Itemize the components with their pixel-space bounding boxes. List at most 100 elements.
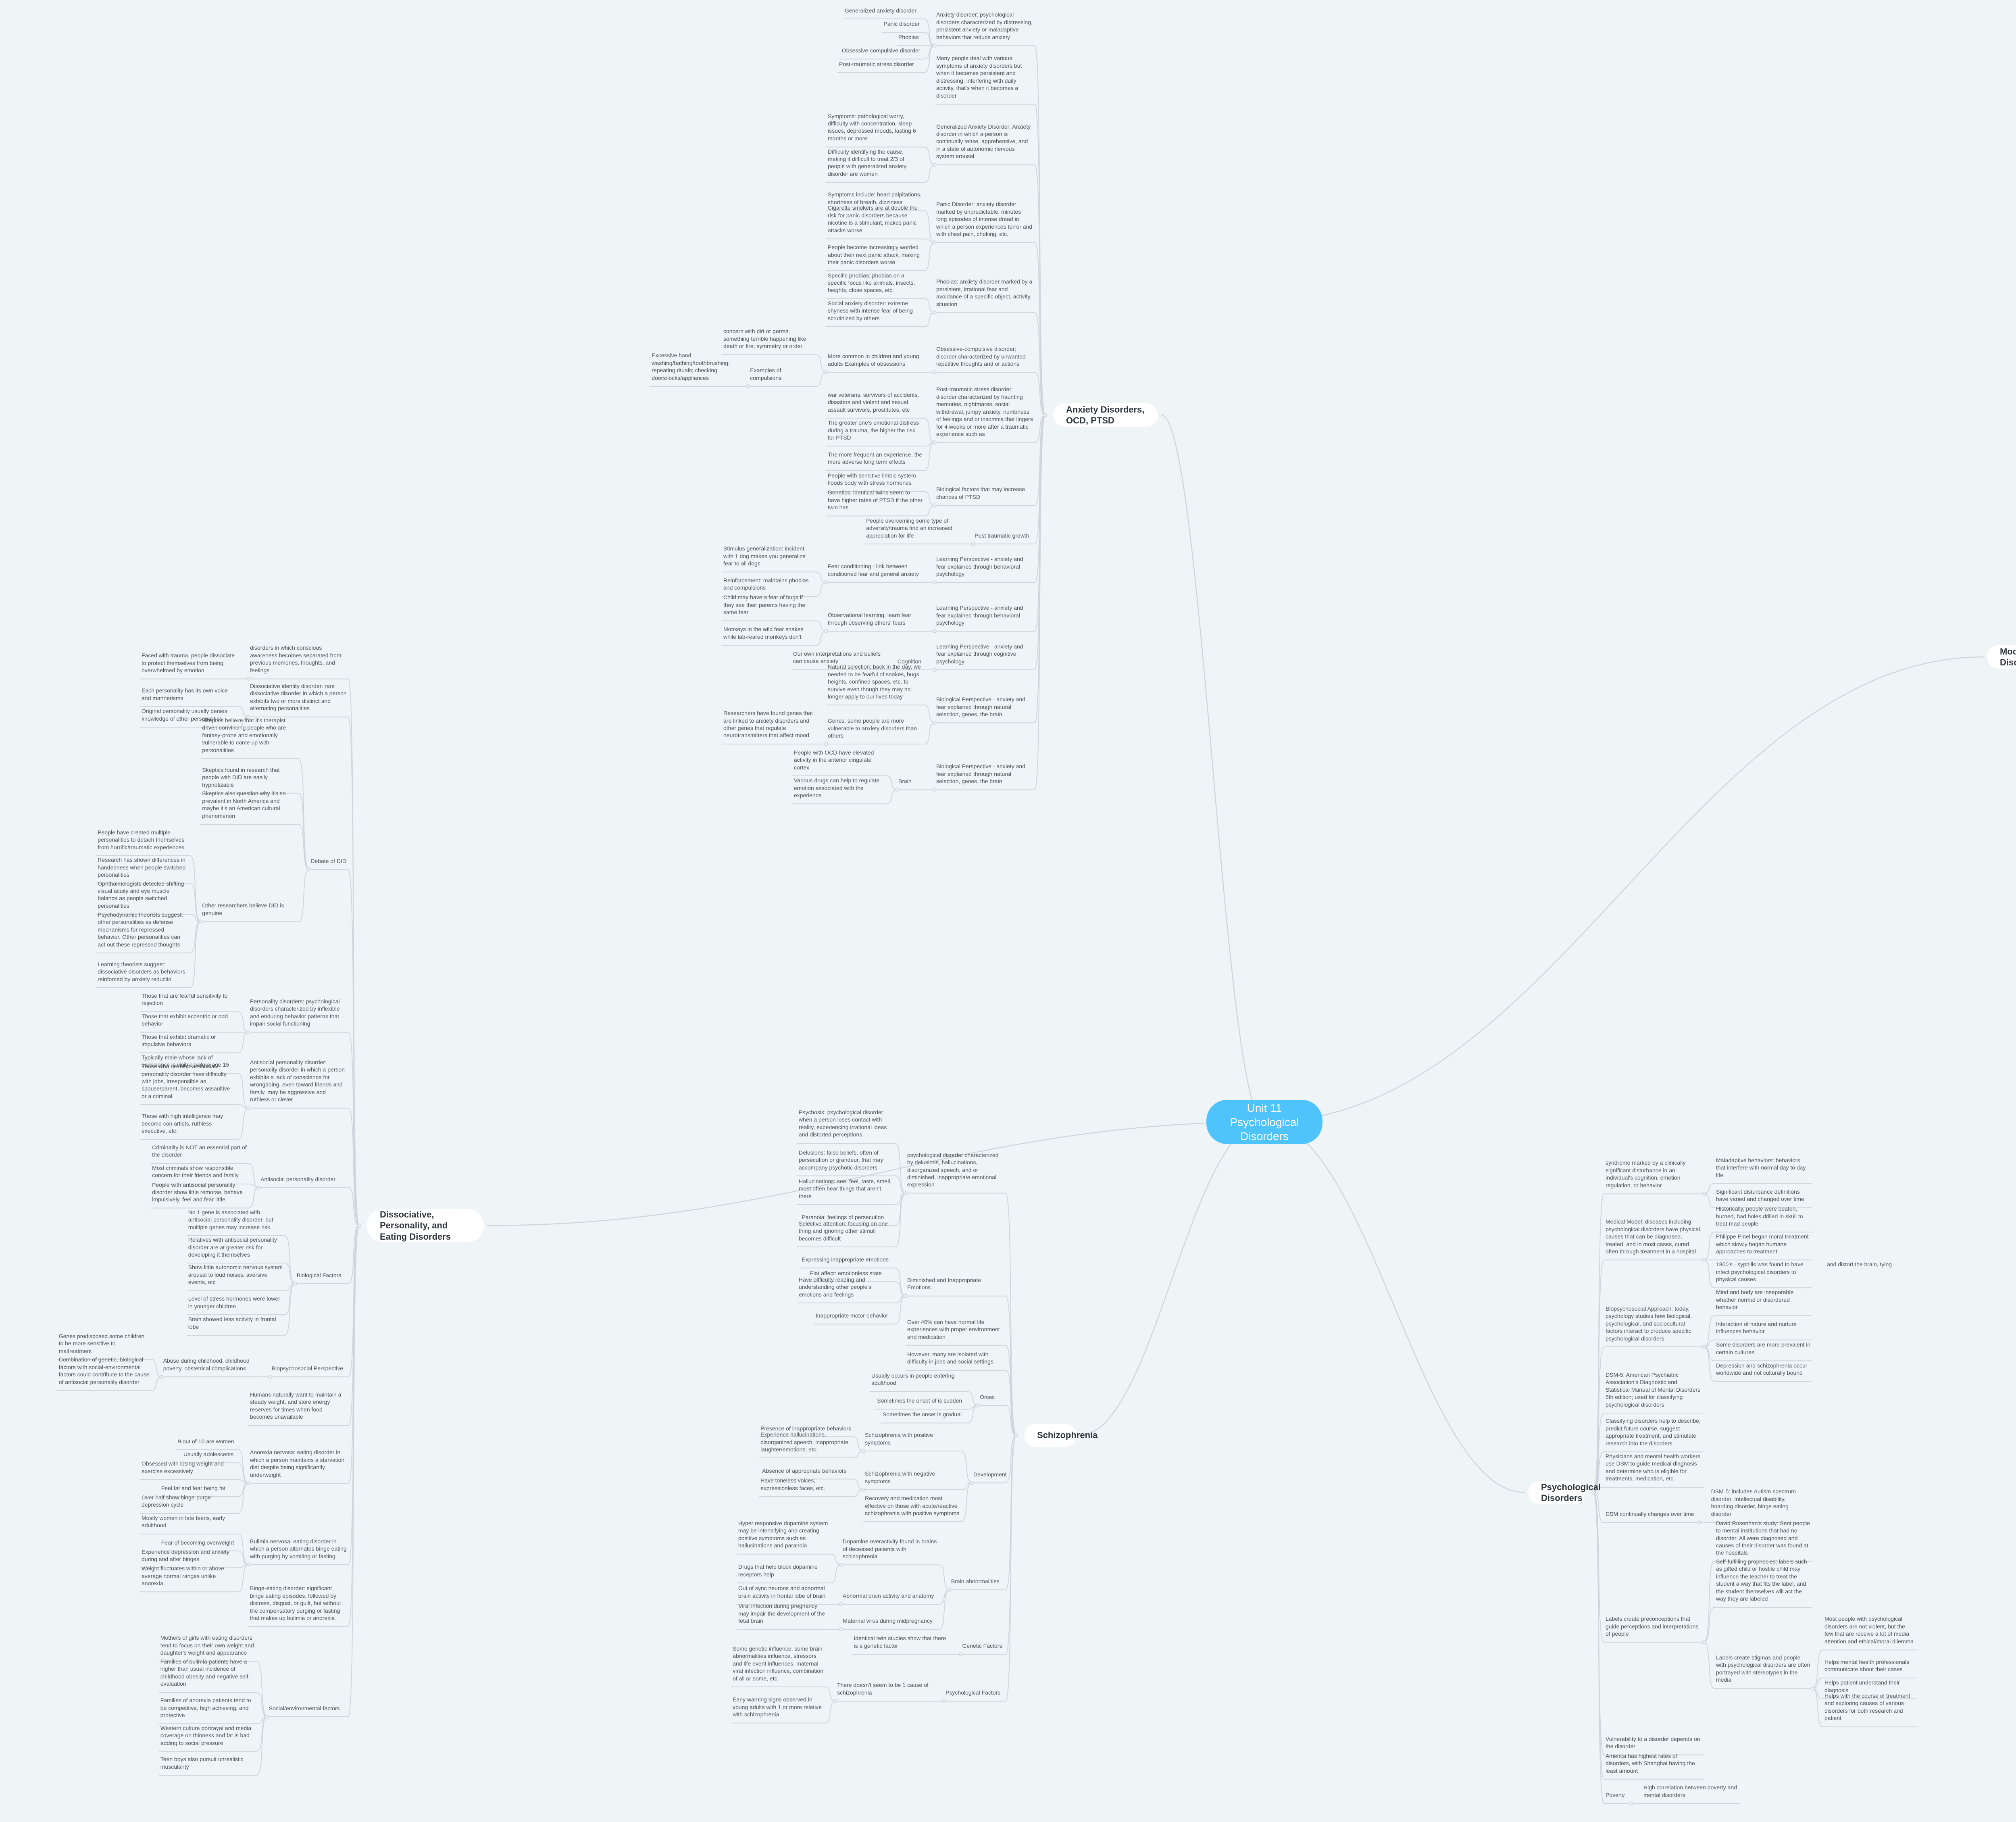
mindmap-node-anxiety-disorder-psychological-disorders[interactable]: Anxiety disorder: psychological disorder… (936, 11, 1033, 40)
mindmap-node-dsm-continually-changes-over-time[interactable]: DSM continually changes over time (1606, 1511, 1694, 1518)
collapse-toggle-dot[interactable] (933, 788, 937, 792)
collapse-toggle-dot[interactable] (1702, 1258, 1706, 1262)
collapse-toggle-dot[interactable] (971, 542, 975, 546)
mindmap-node-medical-model-diseases-including-psychol[interactable]: Medical Model: diseases including psycho… (1606, 1218, 1700, 1255)
collapse-toggle-dot[interactable] (933, 503, 937, 508)
mindmap-node-people-have-created-multiple-personaliti[interactable]: People have created multiple personaliti… (98, 829, 185, 851)
mindmap-node-obsessive-compulsive-disorder-disorder-c[interactable]: Obsessive-compulsive disorder: disorder … (936, 346, 1026, 367)
mindmap-node-viral-infection-during-pregnancy-may-imp[interactable]: Viral infection during pregnancy may imp… (738, 1603, 825, 1624)
mindmap-node-out-of-sync-neurons-and-abnormal-brain-a[interactable]: Out of sync neurons and abnormal brain a… (738, 1585, 826, 1599)
mindmap-node-faced-with-trauma-people-dissociate-to-p[interactable]: Faced with trauma, people dissociate to … (142, 652, 235, 674)
mindmap-node-personality-disorders-psychological-diso[interactable]: Personality disorders: psychological dis… (250, 998, 340, 1027)
collapse-toggle-dot[interactable] (861, 1488, 866, 1492)
collapse-toggle-dot[interactable] (246, 1106, 250, 1110)
mindmap-node-diminished-and-inappropriate-emotions[interactable]: Diminished and Inappropriate Emotions (907, 1276, 981, 1291)
mindmap-node-anorexia-nervosa-eating-disorder-in-whic[interactable]: Anorexia nervosa: eating disorder in whi… (250, 1449, 345, 1478)
collapse-toggle-dot[interactable] (976, 1403, 980, 1407)
mindmap-node-child-may-have-a-fear-of-bugs-if-they-se[interactable]: Child may have a fear of bugs if they se… (723, 594, 806, 616)
collapse-toggle-dot[interactable] (246, 1562, 250, 1567)
mindmap-node-those-with-high-intelligence-may-become-[interactable]: Those with high intelligence may become … (142, 1113, 223, 1134)
mindmap-node-poverty[interactable]: Poverty (1606, 1792, 1625, 1799)
mindmap-node-experience-hallucinations-disorganized-s[interactable]: Experience hallucinations, disorganized … (760, 1431, 849, 1453)
mindmap-node-panic-disorder[interactable]: Panic disorder (883, 20, 920, 27)
mindmap-node-cognition[interactable]: Cognition (897, 658, 922, 665)
mindmap-node-symptoms-include-heart-palpitations-shor[interactable]: Symptoms include: heart palpitations, sh… (828, 191, 922, 205)
mindmap-node-physicians-and-mental-health-workers-use[interactable]: Physicians and mental health workers use… (1606, 1453, 1701, 1482)
collapse-toggle-dot[interactable] (933, 44, 937, 48)
mindmap-node-there-doesn-t-seem-to-be-1-cause-of-schi[interactable]: There doesn't seem to be 1 cause of schi… (837, 1682, 929, 1696)
mindmap-node-dissociative-identity-disorder-rare-diss[interactable]: Dissociative identity disorder: rare dis… (250, 682, 347, 712)
mindmap-node-excessive-hand-washing-bathing-toothbrus[interactable]: Excessive hand washing/bathing/toothbrus… (652, 352, 730, 381)
collapse-toggle-dot[interactable] (824, 629, 828, 634)
mindmap-node-1800-s-syphilis-was-found-to-have-infect[interactable]: 1800's - syphilis was found to have infe… (1716, 1261, 1804, 1283)
collapse-toggle-dot[interactable] (1629, 1801, 1633, 1806)
mindmap-node-combination-of-genetic-biological-factor[interactable]: Combination of genetic, biological facto… (58, 1356, 150, 1385)
mindmap-node-people-with-sensitive-limbic-system-floo[interactable]: People with sensitive limbic system floo… (828, 472, 916, 486)
topic-dissociative[interactable]: Dissociative, Personality, and Eating Di… (367, 1209, 484, 1242)
collapse-toggle-dot[interactable] (159, 1375, 164, 1379)
mindmap-node-generalized-anxiety-disorder[interactable]: Generalized anxiety disorder (844, 7, 917, 14)
collapse-toggle-dot[interactable] (839, 1563, 843, 1567)
mindmap-node-sometimes-the-onset-is-gradual[interactable]: Sometimes the onset is gradual (883, 1411, 962, 1418)
collapse-toggle-dot[interactable] (1043, 413, 1047, 417)
mindmap-node-psychosis-psychological-disorder-when-a-[interactable]: Psychosis: psychological disorder when a… (799, 1109, 887, 1138)
mindmap-node-biopsychosocial-perspective[interactable]: Biopsychosocial Perspective (271, 1365, 344, 1372)
collapse-toggle-dot[interactable] (1591, 1491, 1595, 1495)
mindmap-node-onset[interactable]: Onset (980, 1393, 995, 1400)
mindmap-node-antisocial-personality-disorder-personal[interactable]: Antisocial personality disorder: persona… (250, 1059, 345, 1103)
mindmap-node-social-anxiety-disorder-extreme-shyness-[interactable]: Social anxiety disorder: extreme shyness… (828, 300, 913, 321)
collapse-toggle-dot[interactable] (933, 370, 937, 375)
collapse-toggle-dot[interactable] (824, 580, 828, 585)
collapse-toggle-dot[interactable] (246, 1481, 250, 1486)
mindmap-node-reinforcement-maintains-phobias-and-comp[interactable]: Reinforcement: maintains phobias and com… (723, 577, 809, 591)
mindmap-node-stimulus-generalization-incident-with-1-[interactable]: Stimulus generalization: incident with 1… (723, 545, 806, 567)
mindmap-node-vulnerability-to-a-disorder-depends-on-t[interactable]: Vulnerability to a disorder depends on t… (1606, 1735, 1700, 1749)
collapse-toggle-dot[interactable] (246, 1030, 250, 1034)
collapse-toggle-dot[interactable] (839, 1602, 843, 1607)
mindmap-node-post-traumatic-stress-disorder[interactable]: Post-traumatic stress disorder (839, 60, 914, 67)
mindmap-node-concern-with-dirt-or-germs-something-ter[interactable]: concern with dirt or germs; something te… (723, 328, 806, 350)
mindmap-node-development[interactable]: Development (973, 1471, 1007, 1478)
mindmap-node-learning-perspective-anxiety-and-fear-ex[interactable]: Learning Perspective - anxiety and fear … (936, 643, 1023, 665)
mindmap-node-post-traumatic-stress-disorder-disorder-[interactable]: Post-traumatic stress disorder: disorder… (936, 386, 1033, 438)
mindmap-node-war-veterans-survivors-of-accidents-disa[interactable]: war veterans, survivors of accidents, di… (828, 391, 919, 413)
mindmap-node-more-common-in-children-and-young-adults[interactable]: More common in children and young adults… (828, 353, 919, 367)
mindmap-node-genetics-identical-twins-seem-to-have-hi[interactable]: Genetics: identical twins seem to have h… (828, 489, 923, 511)
mindmap-node-drugs-that-help-block-dopamine-receptors[interactable]: Drugs that help block dopamine receptors… (738, 1564, 818, 1578)
mindmap-node-high-correlation-between-poverty-and-men[interactable]: High correlation between poverty and men… (1643, 1784, 1737, 1798)
mindmap-node-skeptics-believe-that-it-s-therapist-dri[interactable]: Skeptics believe that it's therapist dri… (202, 717, 286, 753)
mindmap-node-however-many-are-isolated-with-difficult[interactable]: However, many are isolated with difficul… (907, 1351, 993, 1365)
collapse-toggle-dot[interactable] (833, 1699, 838, 1703)
mindmap-node-people-with-antisocial-personality-disor[interactable]: People with antisocial personality disor… (152, 1181, 243, 1203)
mindmap-node-biological-perspective-anxiety-and-fear-[interactable]: Biological Perspective - anxiety and fea… (936, 696, 1026, 718)
mindmap-node-antisocial-personality-disorder[interactable]: Antisocial personality disorder (260, 1176, 336, 1182)
collapse-toggle-dot[interactable] (824, 370, 828, 375)
mindmap-node-fear-of-becoming-overweight[interactable]: Fear of becoming overweight (161, 1539, 234, 1546)
mindmap-node-debate-of-did[interactable]: Debate of DID (310, 857, 347, 864)
topic-schizophrenia[interactable]: Schizophrenia (1024, 1424, 1098, 1447)
central-topic[interactable]: Unit 11 Psychological Disorders (1206, 1100, 1322, 1144)
mindmap-node-skeptics-found-in-research-that-people-w[interactable]: Skeptics found in research that people w… (202, 766, 280, 788)
mindmap-node-philippe-pinel-began-moral-treatment-whi[interactable]: Philippe Pinel began moral treatment whi… (1716, 1233, 1809, 1255)
mindmap-node-families-of-bulimia-patients-have-a-high[interactable]: Families of bulimia patients have a high… (160, 1658, 248, 1687)
mindmap-node-skeptics-also-question-why-it-s-so-preva[interactable]: Skeptics also question why it's so preva… (202, 790, 286, 819)
collapse-toggle-dot[interactable] (839, 1627, 843, 1632)
mindmap-node-relatives-with-antisocial-personality-di[interactable]: Relatives with antisocial personality di… (188, 1236, 277, 1258)
mindmap-node-classifying-disorders-help-to-describe-p[interactable]: Classifying disorders help to describe, … (1606, 1418, 1701, 1447)
mindmap-node-syndrome-marked-by-a-clinically-signific[interactable]: syndrome marked by a clinically signific… (1606, 1159, 1686, 1188)
mindmap-node-abuse-during-childhood-childhood-poverty[interactable]: Abuse during childhood, childhood povert… (163, 1357, 250, 1372)
collapse-toggle-dot[interactable] (958, 1652, 963, 1657)
mindmap-node-each-personality-has-its-own-voice-and-m[interactable]: Each personality has its own voice and m… (142, 687, 228, 701)
mindmap-node-have-toneless-voices-expressionless-face[interactable]: Have toneless voices, expressionless fac… (760, 1477, 825, 1491)
mindmap-node-phobias[interactable]: Phobias (898, 34, 919, 41)
mindmap-node-criminality-is-not-an-essential-part-of-[interactable]: Criminality is NOT an essential part of … (152, 1144, 247, 1158)
collapse-toggle-dot[interactable] (933, 667, 937, 672)
collapse-toggle-dot[interactable] (265, 1714, 269, 1719)
mindmap-node-the-more-frequent-an-experience-the-more[interactable]: The more frequent an experience, the mor… (828, 451, 923, 465)
mindmap-node-feel-fat-and-fear-being-fat[interactable]: Feel fat and fear being fat (161, 1484, 226, 1491)
mindmap-node-most-people-with-psychological-disorders[interactable]: Most people with psychological disorders… (1824, 1616, 1914, 1645)
collapse-toggle-dot[interactable] (246, 715, 250, 719)
mindmap-node-biological-perspective-anxiety-and-fear-[interactable]: Biological Perspective - anxiety and fea… (936, 763, 1026, 785)
mindmap-node-helps-with-the-course-of-treatment-and-e[interactable]: Helps with the course of treatment and e… (1824, 1693, 1910, 1722)
mindmap-node-obsessed-with-losing-weight-and-exercise[interactable]: Obsessed with losing weight and exercise… (142, 1460, 224, 1474)
